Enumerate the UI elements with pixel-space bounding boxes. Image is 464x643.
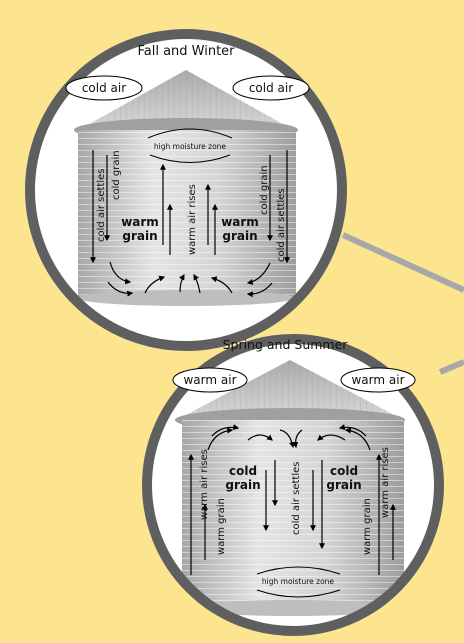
warm-grain-left: warm grain: [216, 498, 227, 555]
warm-air-rises-left: warm air rises: [199, 449, 210, 520]
diagram-label: warm air: [183, 373, 236, 387]
diagram-label: cold: [229, 464, 257, 478]
silo-illustration: [175, 360, 405, 616]
diagram-label: cold: [330, 464, 358, 478]
diagram-label: grain: [326, 478, 361, 492]
vertical-labels: warm air rises warm grain cold air settl…: [199, 447, 391, 555]
diagram-label: grain: [222, 229, 257, 243]
warm-grain-left: warm grain: [121, 215, 159, 243]
cold-grain-left: cold grain: [225, 464, 260, 492]
cold-grain-right: cold grain: [326, 464, 361, 492]
connector-lines: [341, 232, 464, 375]
panel-title: Spring and Summer: [223, 337, 349, 352]
warm-air-rises: warm air rises: [187, 184, 198, 255]
cold-air-settles-left: cold air settles: [96, 169, 107, 242]
cold-grain-right: cold grain: [259, 165, 270, 215]
airflow-arrows: [188, 424, 396, 575]
fall-winter-lens: Fall and Winter cold air cold air high m…: [25, 29, 347, 351]
diagram-label: warm air: [351, 373, 404, 387]
airflow-arrows: [90, 150, 290, 298]
diagram-label: high moisture zone: [154, 142, 227, 151]
diagram-label: grain: [225, 478, 260, 492]
cold-air-label-right: cold air: [232, 75, 310, 101]
cold-grain-left: cold grain: [111, 150, 122, 200]
diagram-label: warm: [221, 215, 259, 229]
panel-title: Fall and Winter: [137, 44, 235, 59]
warm-air-label-right: warm air: [340, 367, 416, 393]
cold-air-label-left: cold air: [65, 75, 143, 101]
warm-grain-right: warm grain: [362, 498, 373, 555]
cold-air-settles-right: cold air settles: [276, 189, 287, 262]
spring-summer-lens: Spring and Summer warm air warm air high…: [142, 334, 444, 636]
diagram-label: grain: [122, 229, 157, 243]
warm-air-rises-right: warm air rises: [380, 447, 391, 518]
cold-air-settles: cold air settles: [291, 462, 302, 535]
moisture-zone: high moisture zone: [256, 566, 341, 598]
diagram-label: high moisture zone: [262, 577, 335, 586]
vertical-labels: cold air settles cold grain warm air ris…: [96, 150, 287, 262]
diagram-label: cold air: [82, 81, 126, 95]
moisture-zone: high moisture zone: [147, 128, 233, 163]
diagram-label: cold air: [249, 81, 293, 95]
warm-grain-right: warm grain: [221, 215, 259, 243]
diagram-label: warm: [121, 215, 159, 229]
warm-air-label-left: warm air: [172, 367, 248, 393]
